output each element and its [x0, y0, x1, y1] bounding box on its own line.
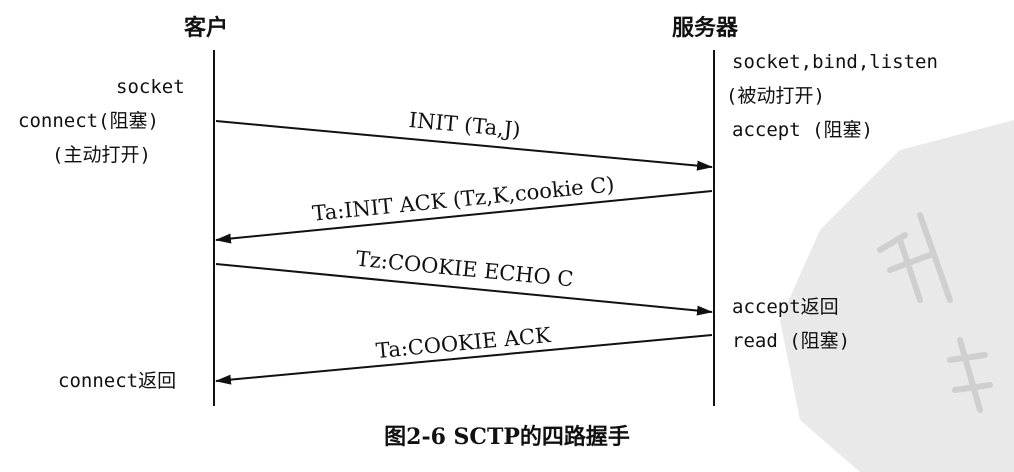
arrow-init — [215, 120, 713, 171]
client-note-socket: socket — [116, 76, 185, 98]
message-label-cookie-ack: Ta:COOKIE ACK — [375, 323, 552, 363]
figure-caption: 图2-6 SCTP的四路握手 — [384, 424, 630, 450]
message-label-init: INIT (Ta,J) — [408, 108, 522, 142]
message-label-cookie-echo: Tz:COOKIE ECHO C — [355, 247, 575, 292]
arrow-init-ack — [215, 190, 713, 244]
client-note-active-open: (主动打开) — [52, 144, 151, 166]
server-note-accept-return: accept返回 — [732, 296, 839, 318]
server-note-socket-bind-listen: socket,bind,listen — [732, 51, 938, 73]
server-note-accept-block: accept (阻塞) — [732, 119, 873, 141]
client-note-connect-return: connect返回 — [58, 370, 177, 392]
arrow-cookie-ack — [215, 334, 713, 385]
server-note-passive-open: (被动打开) — [726, 85, 825, 107]
message-label-init-ack: Ta:INIT ACK (Tz,K,cookie C) — [311, 172, 615, 225]
server-header: 服务器 — [672, 16, 739, 41]
server-note-read-block: read (阻塞) — [732, 330, 851, 352]
client-header: 客户 — [184, 16, 229, 41]
client-note-connect: connect(阻塞) — [18, 110, 159, 132]
arrow-cookie-echo — [215, 263, 713, 316]
